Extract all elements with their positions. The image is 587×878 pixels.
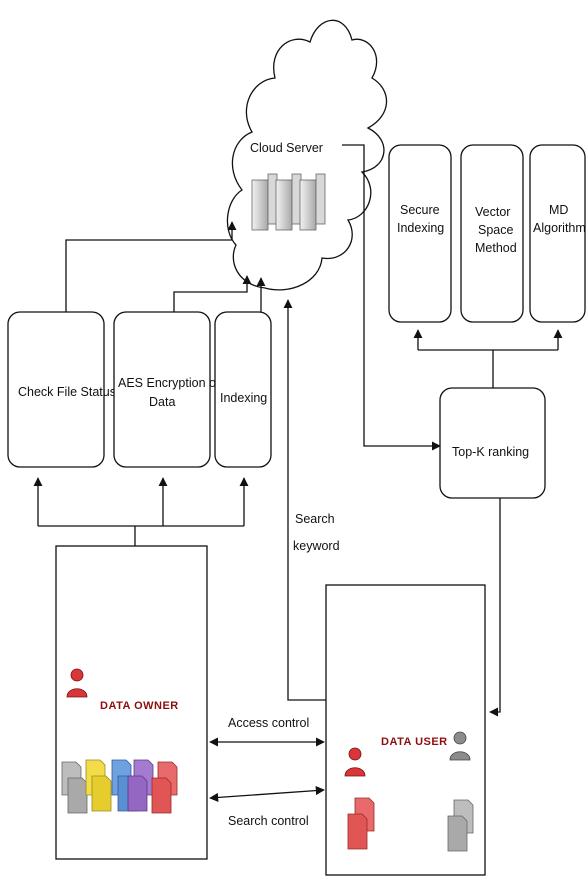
search-keyword-label-1: Search — [295, 512, 335, 526]
access-control-label: Access control — [228, 716, 309, 730]
check-file-status-label: Check File Status — [18, 385, 116, 399]
md-algorithm-label-2: Algorithm — [533, 221, 586, 235]
top-k-ranking-box — [440, 388, 545, 498]
topk-to-algorithms-connectors — [418, 330, 558, 388]
top-k-ranking-label: Top-K ranking — [452, 445, 529, 459]
data-user-label: DATA USER — [381, 736, 448, 748]
aes-encryption-label-1: AES Encryption of — [118, 376, 220, 390]
cloud-server-label: Cloud Server — [250, 141, 323, 155]
document-stack-icons — [62, 760, 177, 813]
data-owner-label: DATA OWNER — [100, 700, 179, 712]
search-keyword-connector — [288, 300, 326, 700]
secure-indexing-label-2: Indexing — [397, 221, 444, 235]
topk-to-user-connector — [490, 498, 500, 712]
md-algorithm-label-1: MD — [549, 203, 568, 217]
vector-space-label-1: Vector — [475, 205, 510, 219]
search-control-connector — [210, 790, 324, 798]
owner-distribution-connectors — [38, 478, 244, 546]
cloud-shape — [227, 20, 386, 290]
search-keyword-label-2: keyword — [293, 539, 340, 553]
cloud-server-node: Cloud Server — [227, 20, 386, 290]
owner-to-cloud-connectors — [66, 222, 261, 312]
indexing-label: Indexing — [220, 391, 267, 405]
vector-space-label-2: Space — [478, 223, 513, 237]
search-control-label: Search control — [228, 814, 309, 828]
vector-space-label-3: Method — [475, 241, 517, 255]
server-rack-icon — [252, 174, 325, 230]
aes-encryption-label-2: Data — [149, 395, 175, 409]
indexing-box — [215, 312, 271, 467]
secure-indexing-label-1: Secure — [400, 203, 440, 217]
